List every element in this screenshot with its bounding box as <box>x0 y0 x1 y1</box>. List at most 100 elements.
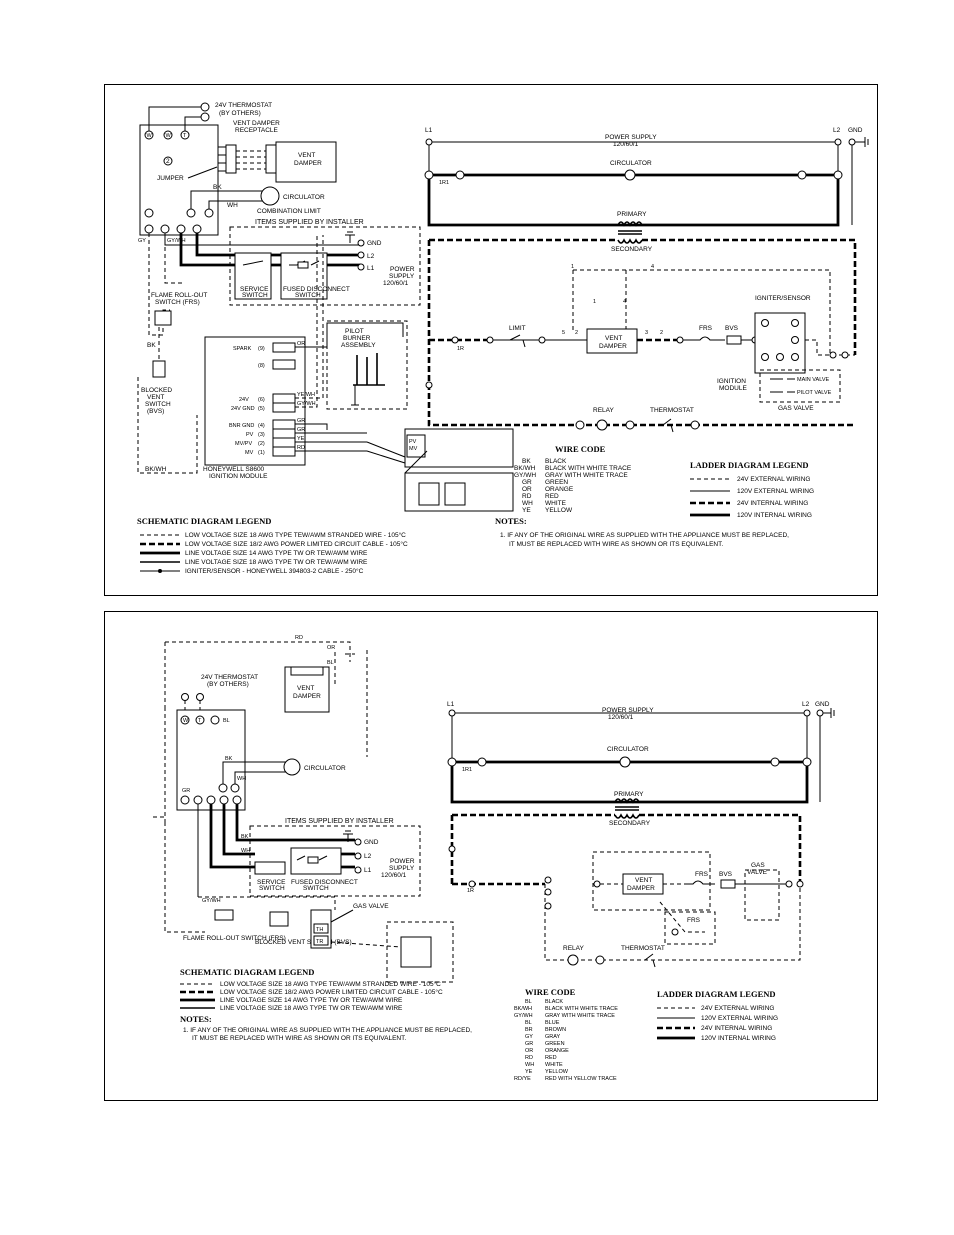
power-supply-label: POWER SUPPLY <box>602 707 654 714</box>
wire-code-abbr: WH <box>525 1062 534 1068</box>
thermostat-ladder-label: THERMOSTAT <box>650 407 694 414</box>
schematic-legend-entry: LOW VOLTAGE SIZE 18 AWG TYPE TEW/AWM STR… <box>220 980 441 988</box>
wire-code-desc: BLUE <box>545 1020 560 1026</box>
l1-terminal <box>425 138 433 146</box>
fused-disconnect-label-2: SWITCH <box>295 292 321 299</box>
module-pin: (3) <box>258 432 265 438</box>
wire-code-abbr: BK/WH <box>514 1006 532 1012</box>
relay-label: RELAY <box>593 407 614 414</box>
circulator-motor <box>283 758 301 776</box>
thermostat-terminal <box>181 693 189 701</box>
rung-node <box>544 902 552 910</box>
ladder-diagram-1: L1 L2 GND POWER SUPPLY 120/60/1 CIRCULAT… <box>424 127 869 433</box>
terminal-b2 <box>160 224 170 234</box>
l2-label: L2 <box>364 853 372 860</box>
service-switch-label-1: SERVICE <box>240 286 269 293</box>
service-switch-label-2: SWITCH <box>259 885 285 892</box>
wire-code-abbr: BL <box>525 999 532 1005</box>
frs-label-1: FLAME ROLL-OUT <box>151 292 207 299</box>
l2-terminal <box>834 138 842 146</box>
frs-label: FLAME ROLL-OUT SWITCH (FRS) <box>183 935 286 942</box>
wire-code-abbr: GY <box>525 1034 533 1040</box>
connector-block <box>418 482 440 506</box>
module-row-label: 24V GND <box>231 406 255 412</box>
wire-code-abbr: BR <box>525 1027 533 1033</box>
wire-code-desc: YELLOW <box>545 507 573 514</box>
limit-switch <box>509 334 526 348</box>
ladder-legend-2: LADDER DIAGRAM LEGEND 24V EXTERNAL WIRIN… <box>657 989 778 1042</box>
schematic-legend-entry: LINE VOLTAGE SIZE 14 AWG TYPE TW OR TEW/… <box>220 997 403 1004</box>
frs-branch <box>664 911 716 945</box>
items-supplied-label: ITEMS SUPPLIED BY INSTALLER <box>255 219 364 226</box>
thermostat-note: (BY OTHERS) <box>219 110 261 117</box>
control-board <box>176 709 246 811</box>
blocked-vent-switch <box>269 911 289 927</box>
bvs-symbol <box>720 879 736 889</box>
pilot-valve-label: PILOT VALVE <box>797 390 832 396</box>
wire-code-desc: RED <box>545 1055 557 1061</box>
frs-label: FRS <box>695 871 709 878</box>
terminal-bl <box>210 715 220 725</box>
rung-node <box>544 888 552 896</box>
rung-node <box>833 170 843 180</box>
terminal-c <box>144 208 154 218</box>
rung-node <box>486 336 494 344</box>
module-terminal <box>272 437 296 448</box>
installer-items-box <box>249 825 421 897</box>
module-wire-label: YE/WH <box>297 392 315 398</box>
ladder-l1-label: L1 <box>447 701 455 708</box>
schematic-legend-entry: LOW VOLTAGE SIZE 18 AWG TYPE TEW/AWM STR… <box>185 531 406 539</box>
terminal-c1 <box>186 208 196 218</box>
terminal <box>218 783 228 793</box>
terminal-w2 <box>163 130 173 140</box>
wire-wh-label: WH <box>237 776 246 782</box>
wire-gywh-label: GY/WH <box>202 898 221 904</box>
main-valve-label: MAIN VALVE <box>797 377 830 383</box>
fused-disconnect-switch <box>280 252 328 300</box>
rung-node <box>797 170 807 180</box>
module-terminal-rows: SPARK (9) (8) 24V (6) 24V GND (5) BNR GN… <box>229 342 296 457</box>
pilot-burner-label-1: PILOT <box>345 328 364 335</box>
l1-label: L1 <box>364 867 372 874</box>
secondary-label: SECONDARY <box>609 820 651 827</box>
rung-node <box>447 757 457 767</box>
thermostat-contact <box>662 418 674 433</box>
wire-code-abbr: OR <box>525 1048 533 1054</box>
rung-node <box>841 351 849 359</box>
limit-label: LIMIT <box>509 325 526 332</box>
terminal-l1 <box>219 795 229 805</box>
jumper-label: JUMPER <box>157 175 184 182</box>
l1-terminal <box>448 709 456 717</box>
module-row-label: 24V <box>239 397 249 403</box>
wire-bk-label: BK <box>241 834 249 840</box>
wire-code-abbr: RD <box>525 1055 533 1061</box>
thermostat-contact <box>644 953 656 968</box>
wire-code-abbr: WH <box>522 500 533 507</box>
wire-code-title: WIRE CODE <box>525 987 576 997</box>
module-wire-label: OR <box>297 341 305 347</box>
rung-node <box>544 876 552 884</box>
module-name-1: HONEYWELL S8600 <box>203 466 265 473</box>
connector-pin <box>313 923 329 934</box>
ground-icon <box>823 708 835 718</box>
relay-coil <box>596 419 608 431</box>
power-supply-label-2: SUPPLY <box>389 273 415 280</box>
ladder-legend-entry: 120V INTERNAL WIRING <box>737 512 812 519</box>
thermostat-label: 24V THERMOSTAT <box>215 102 272 109</box>
ladder-legend-entry: 24V EXTERNAL WIRING <box>701 1005 774 1012</box>
vent-damper-label-2: DAMPER <box>599 343 627 350</box>
rung-node <box>448 845 456 853</box>
gas-valve-ladder <box>744 869 780 921</box>
wiring-diagram-panel-1: W W T 24V THERMOSTAT (BY OTHERS) VENT DA… <box>104 84 878 596</box>
power-supply-label-1: POWER <box>390 858 415 865</box>
ground-icon <box>343 830 353 842</box>
wire-code-1: WIRE CODE BK BLACK BK/WH BLACK WITH WHIT… <box>514 444 632 514</box>
rung-node <box>468 880 476 888</box>
schematic-legend-entry: LOW VOLTAGE SIZE 18/2 AWG POWER LIMITED … <box>185 540 408 548</box>
fused-disconnect-label-2: SWITCH <box>303 885 329 892</box>
module-wire-label: RD <box>297 445 305 451</box>
bvs-label: BVS <box>725 325 739 332</box>
terminal-w <box>180 715 190 725</box>
module-terminal <box>272 342 296 353</box>
rung-node <box>625 420 635 430</box>
